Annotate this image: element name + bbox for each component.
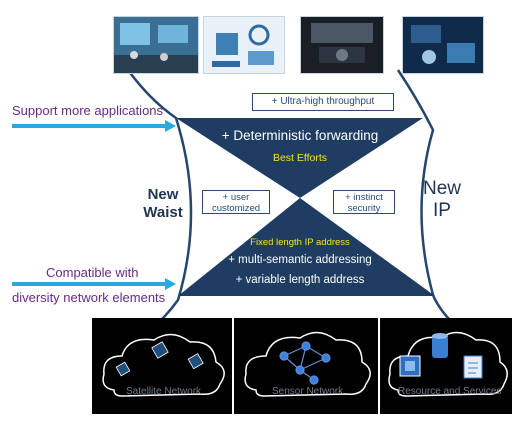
fixed-length-text: Fixed length IP address (250, 237, 350, 248)
document-icon (463, 355, 483, 379)
arrow-compatible (12, 278, 176, 290)
sensor-network-label: Sensor Network (272, 386, 344, 397)
variable-length-text: + variable length address (235, 274, 365, 286)
new-waist-line2: Waist (143, 204, 183, 221)
instinct-security-line1: + instinct (345, 192, 383, 203)
user-customized-box: + user customized (202, 190, 270, 214)
satellite-cloud (102, 333, 225, 397)
satellite-icon-2 (151, 341, 169, 359)
top-triangle (176, 118, 423, 198)
user-customized-line1: + user (222, 192, 250, 203)
multi-semantic-text: + multi-semantic addressing (228, 254, 372, 266)
meeting-room-photo (113, 16, 199, 74)
user-customized-line2: customized (211, 203, 261, 214)
resource-services-panel: Resource and Services (380, 318, 512, 414)
new-ip-line2: IP (433, 200, 451, 221)
new-waist-label: New Waist (135, 186, 191, 222)
right-curve (396, 69, 461, 331)
deterministic-forwarding-text: + Deterministic forwarding (221, 128, 379, 143)
ultra-high-throughput-box: + Ultra-high throughput (252, 93, 394, 111)
resource-cloud (388, 331, 508, 397)
ultra-high-throughput-text: + Ultra-high throughput (271, 96, 375, 107)
satellite-network-panel: Satellite Network (92, 318, 232, 414)
surgery-photo (402, 16, 484, 74)
industrial-iot-photo (203, 16, 285, 74)
sensor-network-panel: Sensor Network (234, 318, 378, 414)
instinct-security-line2: security (347, 203, 381, 214)
bottom-triangle (178, 198, 435, 296)
satellite-network-label: Satellite Network (126, 386, 202, 397)
sensor-graph-icon (279, 341, 331, 385)
database-icon (432, 333, 448, 358)
satellite-icon-3 (187, 353, 204, 370)
satellite-icon-1 (115, 361, 131, 377)
autonomous-car-photo (300, 16, 384, 74)
new-ip-line1: New (422, 178, 461, 199)
compatible-label: Compatible with (46, 265, 139, 280)
new-ip-label: New IP (412, 178, 472, 222)
best-efforts-text: Best Efforts (272, 152, 328, 164)
sensor-cloud (244, 331, 371, 397)
chip-icon (399, 355, 421, 377)
diversity-label: diversity network elements (12, 290, 166, 305)
arrow-support-applications (12, 120, 176, 132)
left-curve (126, 69, 193, 331)
resource-services-label: Resource and Services (398, 386, 502, 397)
instinct-security-box: + instinct security (333, 190, 395, 214)
support-applications-label: Support more applications (12, 103, 164, 118)
new-waist-line1: New (147, 186, 179, 203)
